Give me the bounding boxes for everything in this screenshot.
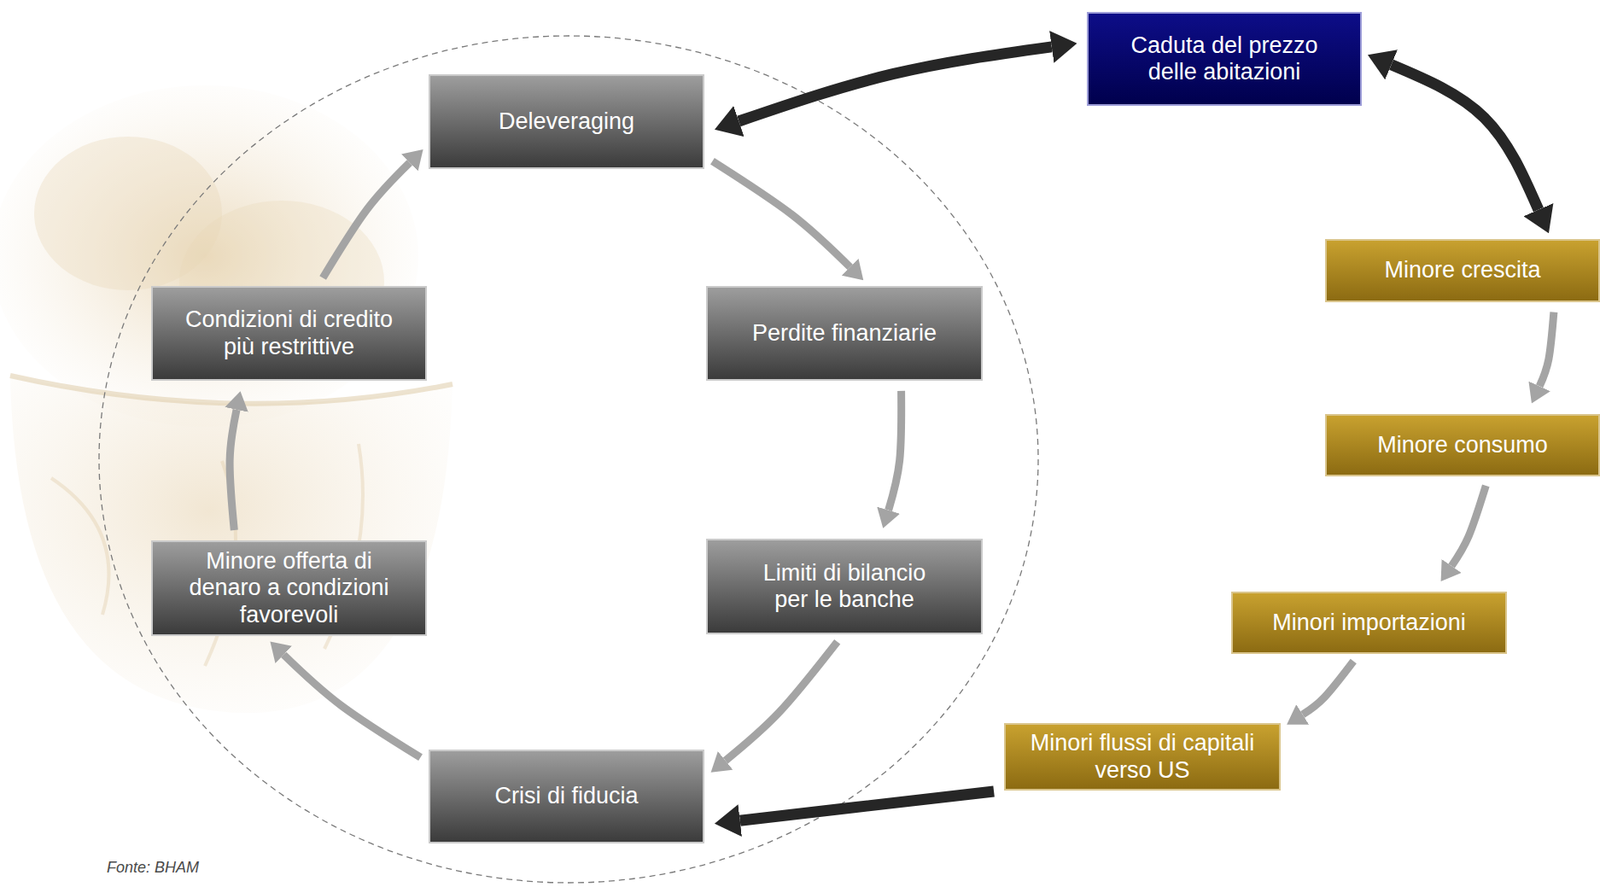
effect-box: Minori flussi di capitali verso US <box>1004 723 1281 790</box>
flow-arrow <box>725 642 838 761</box>
node-text: Minori importazioni <box>1272 609 1466 637</box>
process-box: Perdite finanziarie <box>706 286 983 381</box>
node-text: Deleveraging <box>498 108 635 135</box>
node-text: Minore offerta di denaro a condizioni fa… <box>178 548 401 628</box>
process-box: Condizioni di credito più restrittive <box>151 286 427 381</box>
node-text: Minori flussi di capitali verso US <box>1014 729 1271 783</box>
source-note: Fonte: BHAM <box>106 858 199 877</box>
walnut-shell <box>10 375 453 713</box>
node-text: Minore crescita <box>1383 256 1541 284</box>
node-text: Condizioni di credito più restrittive <box>174 306 405 360</box>
trigger-box: Caduta del prezzo delle abitazioni <box>1086 11 1362 106</box>
node-text: Minore consumo <box>1377 432 1548 459</box>
node-text: Limiti di bilancio per le banche <box>748 560 941 614</box>
flow-arrow <box>712 161 850 268</box>
effect-box: Minore crescita <box>1325 239 1600 303</box>
bold-arrow <box>1391 64 1539 211</box>
flow-arrow <box>1539 312 1554 387</box>
process-box: Deleveraging <box>428 74 705 170</box>
flow-arrow <box>1302 660 1355 715</box>
bold-arrow <box>740 791 994 821</box>
node-text: Caduta del prezzo delle abitazioni <box>1121 32 1327 86</box>
flow-arrow <box>229 409 237 531</box>
dashed-cycle-outline <box>99 35 1039 883</box>
effect-box: Minori importazioni <box>1231 591 1507 655</box>
flow-arrow <box>888 391 902 511</box>
node-text: Perdite finanziarie <box>752 320 937 347</box>
effect-box: Minore consumo <box>1325 414 1600 477</box>
bold-arrow <box>738 46 1052 122</box>
process-box: Minore offerta di denaro a condizioni fa… <box>151 540 427 637</box>
process-box: Crisi di fiducia <box>428 749 705 844</box>
flow-arrow <box>322 162 410 278</box>
process-box: Limiti di bilancio per le banche <box>706 538 983 635</box>
flow-arrow <box>283 654 421 758</box>
flow-arrow <box>1451 485 1486 567</box>
node-text: Crisi di fiducia <box>494 782 638 810</box>
